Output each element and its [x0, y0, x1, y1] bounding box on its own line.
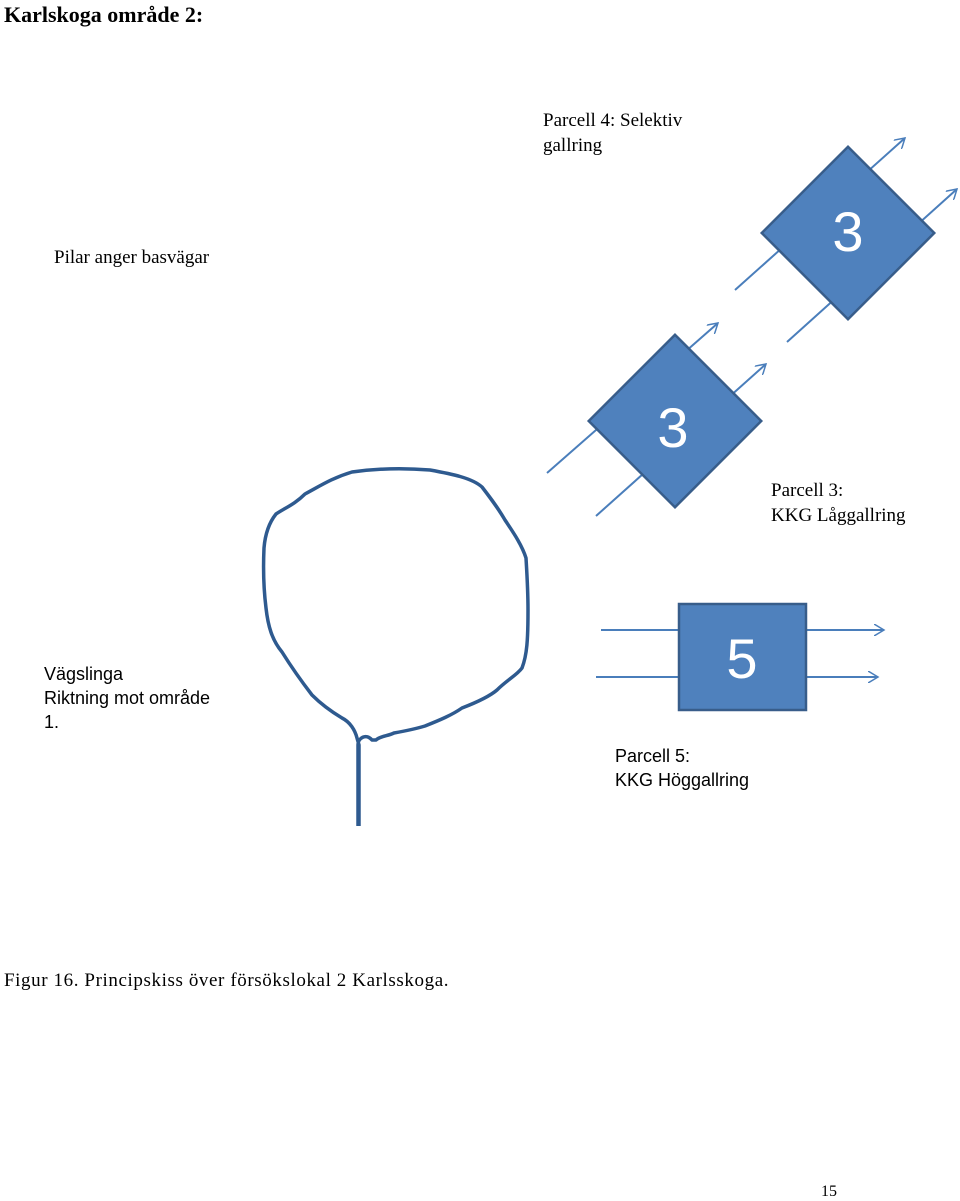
page-number: 15: [821, 1183, 837, 1200]
parcel-4-label: Parcell 4: Selektiv gallring: [543, 110, 683, 156]
parcel-5: 5: [677, 602, 808, 712]
parcel-5-label: Parcell 5: KKG Höggallring: [615, 746, 750, 790]
parcel-4-square: [759, 144, 937, 322]
parcel-4: 3: [759, 144, 937, 322]
parcel-5-number: 5: [726, 627, 757, 690]
parcel-3: 3: [586, 332, 764, 510]
parcel-3-number: 3: [657, 396, 688, 459]
road-loop-label: Vägslinga Riktning mot område 1.: [44, 664, 211, 732]
arrows-legend-label: Pilar anger basvägar: [54, 247, 210, 268]
road-loop: [261, 466, 530, 826]
parcel-3-square: [586, 332, 764, 510]
parcel-5-square: [677, 602, 808, 712]
parcel-4-number: 3: [832, 200, 863, 263]
parcel-3-label: Parcell 3: KKG Låggallring: [771, 480, 906, 526]
figure-caption: Figur 16. Principskiss över försökslokal…: [4, 970, 450, 991]
page-title: Karlskoga område 2:: [4, 2, 204, 27]
